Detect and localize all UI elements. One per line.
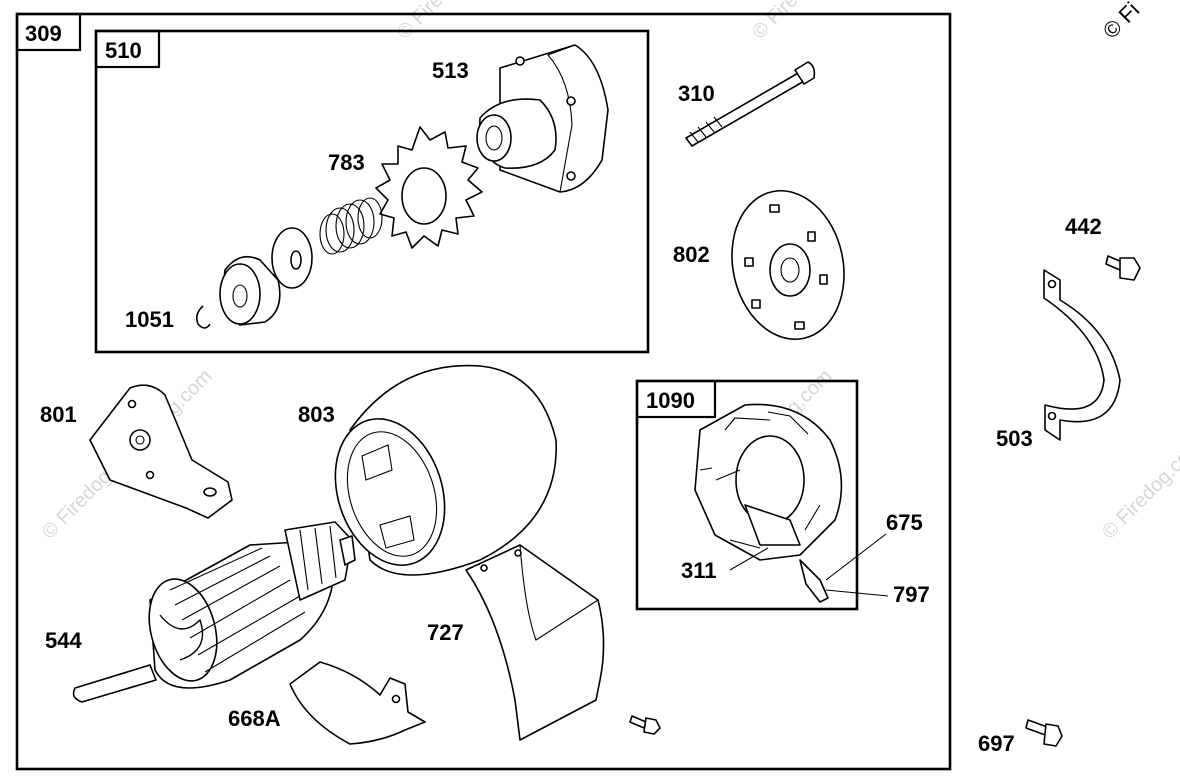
part-803-drawing	[334, 364, 557, 576]
spring-drawing	[319, 197, 383, 255]
part-1051-drawing	[196, 305, 211, 329]
part-801-drawing	[89, 384, 233, 519]
group-510-tag	[94, 29, 161, 69]
watermark: © Firedog.com	[748, 0, 857, 44]
group-1090-tag	[635, 379, 717, 419]
part-803-label: 803	[298, 402, 335, 427]
part-727-drawing	[465, 544, 605, 741]
part-675-label: 675	[886, 510, 923, 535]
watermark: © Firedog.com	[393, 0, 502, 44]
part-503-label: 503	[996, 426, 1033, 451]
watermark: © Firedog.com	[1098, 435, 1180, 544]
part-1051-label: 1051	[125, 307, 174, 332]
part-783-drawing	[375, 126, 483, 249]
part-801-label: 801	[40, 402, 77, 427]
part-668A-drawing	[289, 661, 426, 745]
part-513-drawing	[476, 44, 609, 193]
group-1090-frame	[635, 379, 859, 611]
corner-watermark: © Fi	[1098, 0, 1144, 44]
part-513-label: 513	[432, 58, 469, 83]
part-310-label: 310	[678, 81, 715, 106]
part-797-label: 797	[893, 582, 930, 607]
stop-collar-drawing	[219, 255, 281, 326]
part-727-label: 727	[427, 620, 464, 645]
part-442-drawing	[1105, 255, 1141, 281]
cover-screw-drawing	[629, 715, 661, 735]
part-503-drawing	[1043, 269, 1121, 441]
part-1090-drawing	[694, 403, 843, 603]
part-442-label: 442	[1065, 214, 1102, 239]
part-310-drawing	[685, 61, 816, 147]
group-309-frame	[15, 12, 952, 771]
group-309-tag	[15, 12, 82, 52]
part-311-label: 311	[681, 558, 717, 583]
leader-311	[729, 547, 769, 571]
leader-797	[825, 589, 889, 597]
part-544-label: 544	[45, 628, 82, 653]
part-802-label: 802	[673, 242, 710, 267]
part-802-drawing	[731, 189, 845, 341]
group-510-label: 510	[105, 38, 142, 63]
part-783-label: 783	[328, 150, 365, 175]
leader-675	[825, 533, 887, 581]
part-668A-label: 668A	[228, 706, 281, 731]
group-1090-label: 1090	[646, 388, 695, 413]
group-309-label: 309	[25, 21, 62, 46]
washer-drawing	[271, 227, 313, 289]
group-510-frame	[94, 29, 650, 354]
part-544-drawing	[72, 521, 356, 703]
part-697-drawing	[1025, 719, 1063, 747]
part-697-label: 697	[978, 731, 1015, 756]
